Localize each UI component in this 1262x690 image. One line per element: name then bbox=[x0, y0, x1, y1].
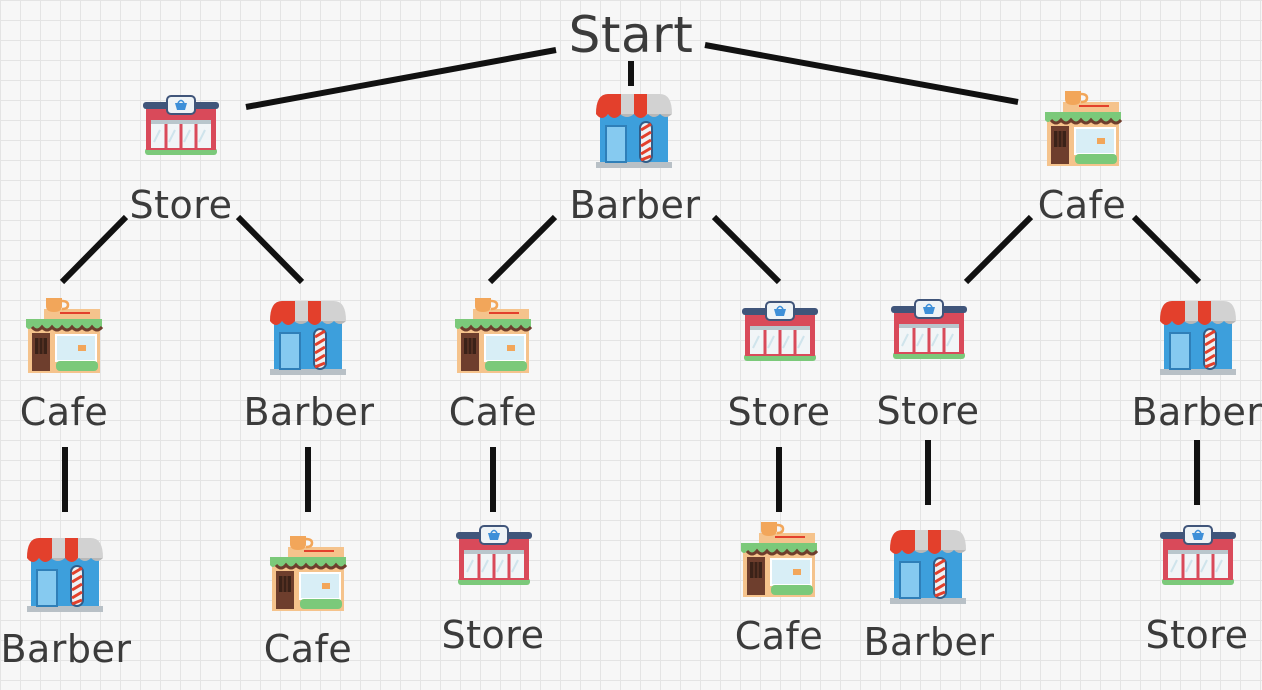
store-icon bbox=[891, 299, 967, 359]
node-store-label: Store bbox=[1145, 613, 1249, 657]
node-barber-label: Barber bbox=[1131, 390, 1262, 434]
cafe-icon bbox=[455, 298, 533, 373]
barber-icon bbox=[27, 538, 103, 612]
edge-start-store bbox=[245, 47, 557, 110]
node-cafe-label: Cafe bbox=[448, 390, 538, 434]
barber-icon bbox=[1160, 301, 1236, 375]
store-icon bbox=[1160, 525, 1236, 585]
node-barber-label: Barber bbox=[0, 627, 132, 671]
node-barber-label: Barber bbox=[569, 183, 701, 227]
edge-cafe-store bbox=[963, 214, 1034, 285]
barber-icon bbox=[890, 530, 966, 604]
node-cafe-label: Cafe bbox=[19, 390, 109, 434]
node-barber-label: Barber bbox=[863, 620, 995, 664]
edge-store-cafe bbox=[59, 214, 129, 285]
node-cafe-label: Cafe bbox=[734, 614, 824, 658]
cafe-icon bbox=[26, 298, 104, 373]
store-icon bbox=[742, 301, 818, 361]
node-cafe-label: Cafe bbox=[263, 627, 353, 671]
node-barber-label: Barber bbox=[243, 390, 375, 434]
barber-icon bbox=[270, 301, 346, 375]
edge-barber-store bbox=[711, 214, 782, 285]
edge-cafe-barber bbox=[1131, 214, 1202, 285]
store-icon bbox=[143, 95, 219, 155]
cafe-icon bbox=[1045, 91, 1123, 166]
node-store-label: Store bbox=[727, 390, 831, 434]
cafe-icon bbox=[741, 522, 819, 597]
node-store-label: Store bbox=[441, 613, 545, 657]
barber-icon bbox=[596, 94, 672, 168]
node-start-label: Start bbox=[568, 6, 694, 64]
edge-start-cafe bbox=[704, 42, 1019, 105]
node-store-label: Store bbox=[129, 183, 233, 227]
cafe-icon bbox=[270, 536, 348, 611]
node-store-label: Store bbox=[876, 389, 980, 433]
node-cafe-label: Cafe bbox=[1037, 183, 1127, 227]
edge-barber-cafe bbox=[487, 214, 558, 285]
edge-store-barber bbox=[235, 214, 305, 285]
store-icon bbox=[456, 525, 532, 585]
